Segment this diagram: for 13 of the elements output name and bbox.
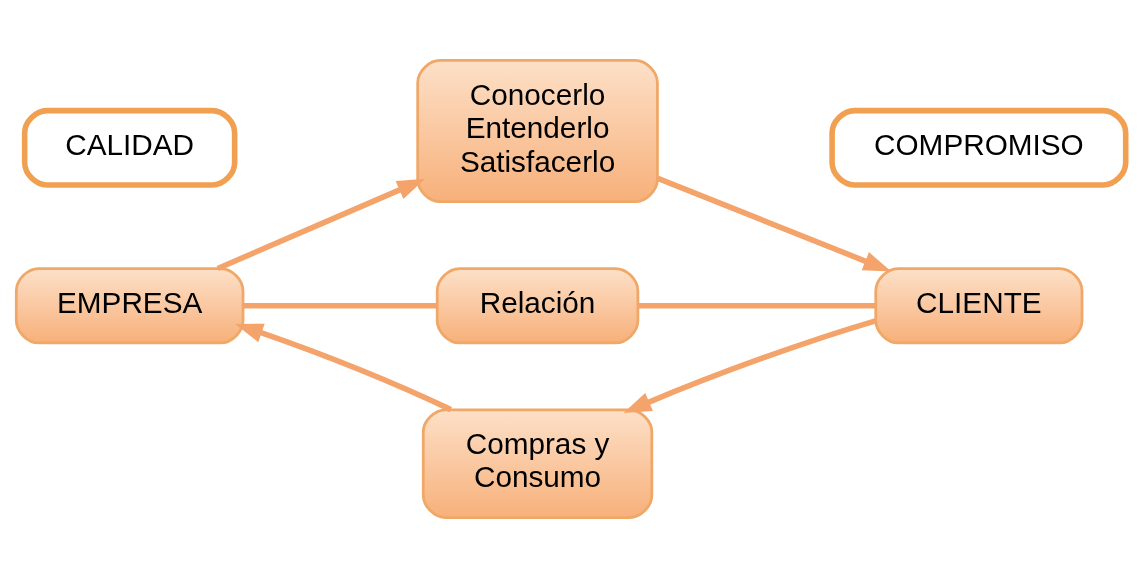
node-box: Conocerlo Entenderlo Satisfacerlo xyxy=(416,58,659,203)
node-box: CLIENTE xyxy=(874,266,1084,344)
node-box: Relación xyxy=(435,266,640,344)
node-box: COMPROMISO xyxy=(829,107,1129,188)
connector xyxy=(638,302,876,308)
arrow xyxy=(656,175,892,271)
arrow xyxy=(623,317,877,413)
node-box: Compras y Consumo xyxy=(421,407,654,519)
connector xyxy=(243,302,437,308)
arrow xyxy=(216,178,426,271)
node-box: EMPRESA xyxy=(14,266,245,344)
node-box: CALIDAD xyxy=(21,107,238,188)
arrow xyxy=(235,323,452,412)
